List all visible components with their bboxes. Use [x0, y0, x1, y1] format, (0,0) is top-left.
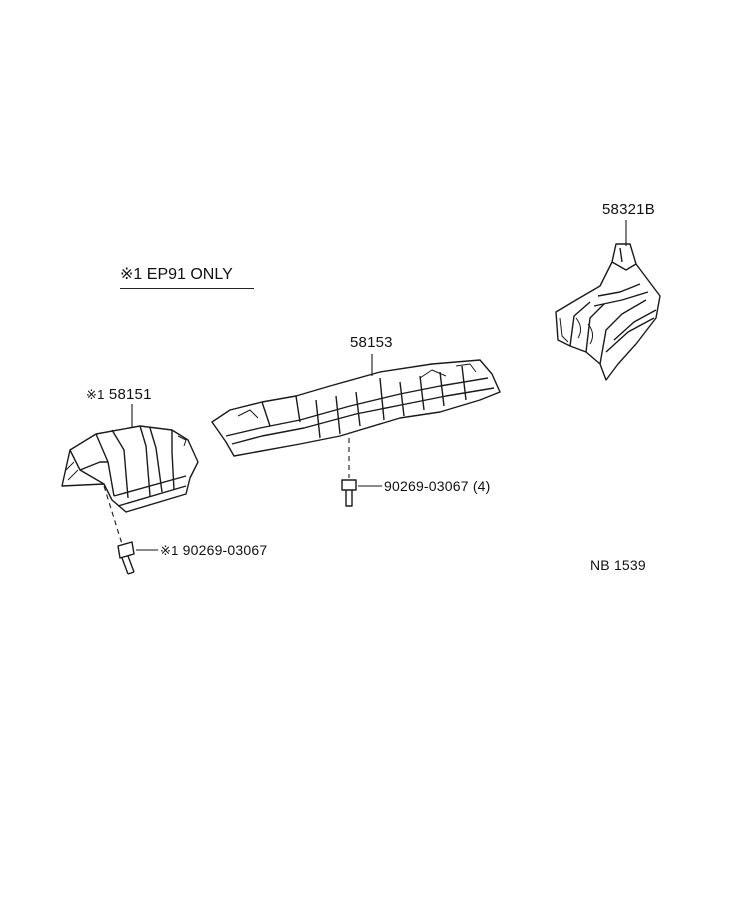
center-bolt-label: 90269-03067 (4) [384, 478, 491, 494]
diagram-code: NB 1539 [590, 557, 646, 573]
note-text: EP91 ONLY [146, 266, 233, 283]
rear-heat-insulator [555, 243, 661, 381]
front-shield-part-number: 58151 [108, 386, 152, 403]
front-bolt-mark: ※1 [160, 543, 179, 558]
front-shield-label: ※1 58151 [86, 386, 152, 403]
front-bolt-label: ※1 90269-03067 [160, 542, 267, 559]
note-mark: ※1 [120, 266, 143, 283]
front-bolt-locator [103, 485, 123, 545]
center-shield-label: 58153 [350, 334, 393, 351]
front-shield-mark: ※1 [86, 387, 105, 402]
front-heat-insulator [61, 425, 199, 513]
front-bolt [117, 541, 135, 575]
note-underline [120, 288, 254, 289]
front-bolt-part-number: 90269-03067 [182, 542, 268, 558]
rear-shield-label: 58321B [602, 201, 655, 218]
center-bolt [341, 479, 357, 507]
center-heat-insulator [211, 359, 501, 457]
ep91-only-note: ※1 EP91 ONLY [120, 264, 254, 289]
